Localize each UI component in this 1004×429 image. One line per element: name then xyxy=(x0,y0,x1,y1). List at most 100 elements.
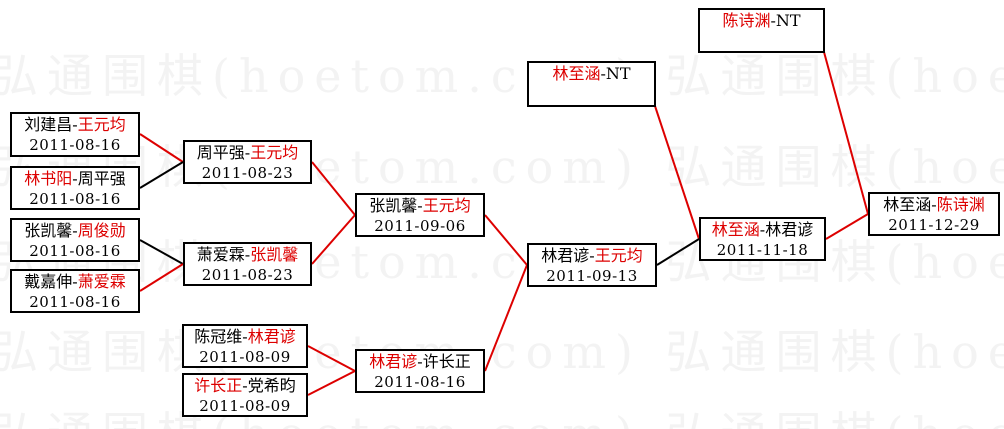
player-separator: - xyxy=(72,221,78,240)
match-players: 林君谚-许长正 xyxy=(357,352,483,372)
match-date: 2011-08-23 xyxy=(201,164,294,182)
player-name-left: 陈诗渊 xyxy=(722,11,771,30)
connector-m3-m6 xyxy=(139,239,184,265)
player-separator: - xyxy=(600,64,606,83)
player-separator: - xyxy=(72,272,78,291)
player-name-right: 林君谚 xyxy=(765,220,814,239)
match-players: 萧爱霖-张凯馨 xyxy=(185,245,310,265)
player-name-right: 党希昀 xyxy=(247,376,296,395)
match-players: 林至涵-陈诗渊 xyxy=(870,195,998,215)
match-box-m4[interactable]: 戴嘉伸-萧爱霖 2011-08-16 xyxy=(10,269,140,313)
connector-m8-m10 xyxy=(307,370,356,396)
player-name-right: 王元均 xyxy=(250,143,299,162)
match-players: 张凯馨-王元均 xyxy=(357,196,483,216)
player-separator: - xyxy=(589,246,595,265)
connector-m11-m14 xyxy=(654,105,700,240)
connector-m2-m5 xyxy=(139,161,184,189)
player-separator: - xyxy=(759,220,766,239)
match-date: 2011-08-16 xyxy=(29,136,121,154)
match-players: 林君谚-王元均 xyxy=(529,246,655,266)
match-date: 2011-12-29 xyxy=(888,216,980,234)
match-date: 2011-08-16 xyxy=(29,190,121,208)
player-name-right: 萧爱霖 xyxy=(77,272,126,291)
player-separator: - xyxy=(242,327,248,346)
match-players: 林书阳-周平强 xyxy=(12,169,138,189)
player-name-right: 周平强 xyxy=(77,169,126,188)
player-separator: - xyxy=(931,195,937,214)
player-name-right: NT xyxy=(775,11,801,30)
match-players: 林至涵-NT xyxy=(529,64,654,84)
player-name-left: 林至涵 xyxy=(552,64,601,83)
player-name-left: 刘建昌 xyxy=(24,115,73,134)
player-separator: - xyxy=(417,196,423,215)
connector-m6-m9 xyxy=(311,214,356,265)
player-name-right: 张凯馨 xyxy=(250,245,299,264)
match-players: 林至涵-林君谚 xyxy=(701,220,824,240)
connector-m12-m14 xyxy=(656,238,700,266)
player-name-right: 周俊勋 xyxy=(77,221,126,240)
player-name-right: 陈诗渊 xyxy=(936,195,985,214)
player-name-left: 陈冠维 xyxy=(194,327,243,346)
match-players: 张凯馨-周俊勋 xyxy=(12,221,138,241)
player-name-left: 许长正 xyxy=(194,376,243,395)
player-separator: - xyxy=(770,11,776,30)
connector-m7-m10 xyxy=(307,345,356,372)
player-name-right: 林君谚 xyxy=(247,327,296,346)
player-name-left: 周平强 xyxy=(196,143,245,162)
match-date: 2011-08-16 xyxy=(29,242,121,260)
player-separator: - xyxy=(417,352,423,371)
match-players: 许长正-党希昀 xyxy=(184,376,306,396)
match-date: 2011-08-23 xyxy=(201,266,294,284)
match-players: 陈冠维-林君谚 xyxy=(184,327,306,347)
match-date: 2011-08-09 xyxy=(199,397,291,415)
player-name-left: 林至涵 xyxy=(711,220,760,239)
connector-m5-m9 xyxy=(311,161,356,216)
connector-m1-m5 xyxy=(139,133,184,163)
match-players: 陈诗渊-NT xyxy=(700,11,823,31)
connector-m4-m6 xyxy=(139,263,184,292)
match-date: 2011-11-18 xyxy=(716,241,809,259)
connector-m10-m12 xyxy=(484,264,528,372)
match-players: 周平强-王元均 xyxy=(185,143,310,163)
connector-m14-m15 xyxy=(825,213,869,240)
match-date: 2011-08-16 xyxy=(374,373,466,391)
player-separator: - xyxy=(72,169,78,188)
player-name-right: 王元均 xyxy=(77,115,126,134)
player-name-left: 萧爱霖 xyxy=(196,245,245,264)
player-name-left: 张凯馨 xyxy=(24,221,73,240)
player-name-right: 王元均 xyxy=(594,246,643,265)
match-box-m11[interactable]: 林至涵-NT xyxy=(527,61,656,107)
player-separator: - xyxy=(244,245,251,264)
player-name-right: 王元均 xyxy=(422,196,471,215)
player-separator: - xyxy=(242,376,248,395)
connector-m9-m12 xyxy=(484,214,528,266)
player-name-left: 林书阳 xyxy=(24,169,73,188)
connector-m13-m15 xyxy=(823,51,869,215)
player-name-right: 许长正 xyxy=(422,352,471,371)
player-name-right: NT xyxy=(605,64,631,83)
match-date: 2011-09-06 xyxy=(374,217,466,235)
match-date: 2011-09-13 xyxy=(546,267,638,285)
match-box-m13[interactable]: 陈诗渊-NT xyxy=(698,8,825,53)
match-date: 2011-08-16 xyxy=(29,293,121,311)
match-players: 刘建昌-王元均 xyxy=(12,115,138,135)
player-name-left: 戴嘉伸 xyxy=(24,272,73,291)
player-name-left: 林君谚 xyxy=(369,352,418,371)
player-separator: - xyxy=(72,115,78,134)
player-name-left: 林君谚 xyxy=(541,246,590,265)
player-separator: - xyxy=(244,143,251,162)
